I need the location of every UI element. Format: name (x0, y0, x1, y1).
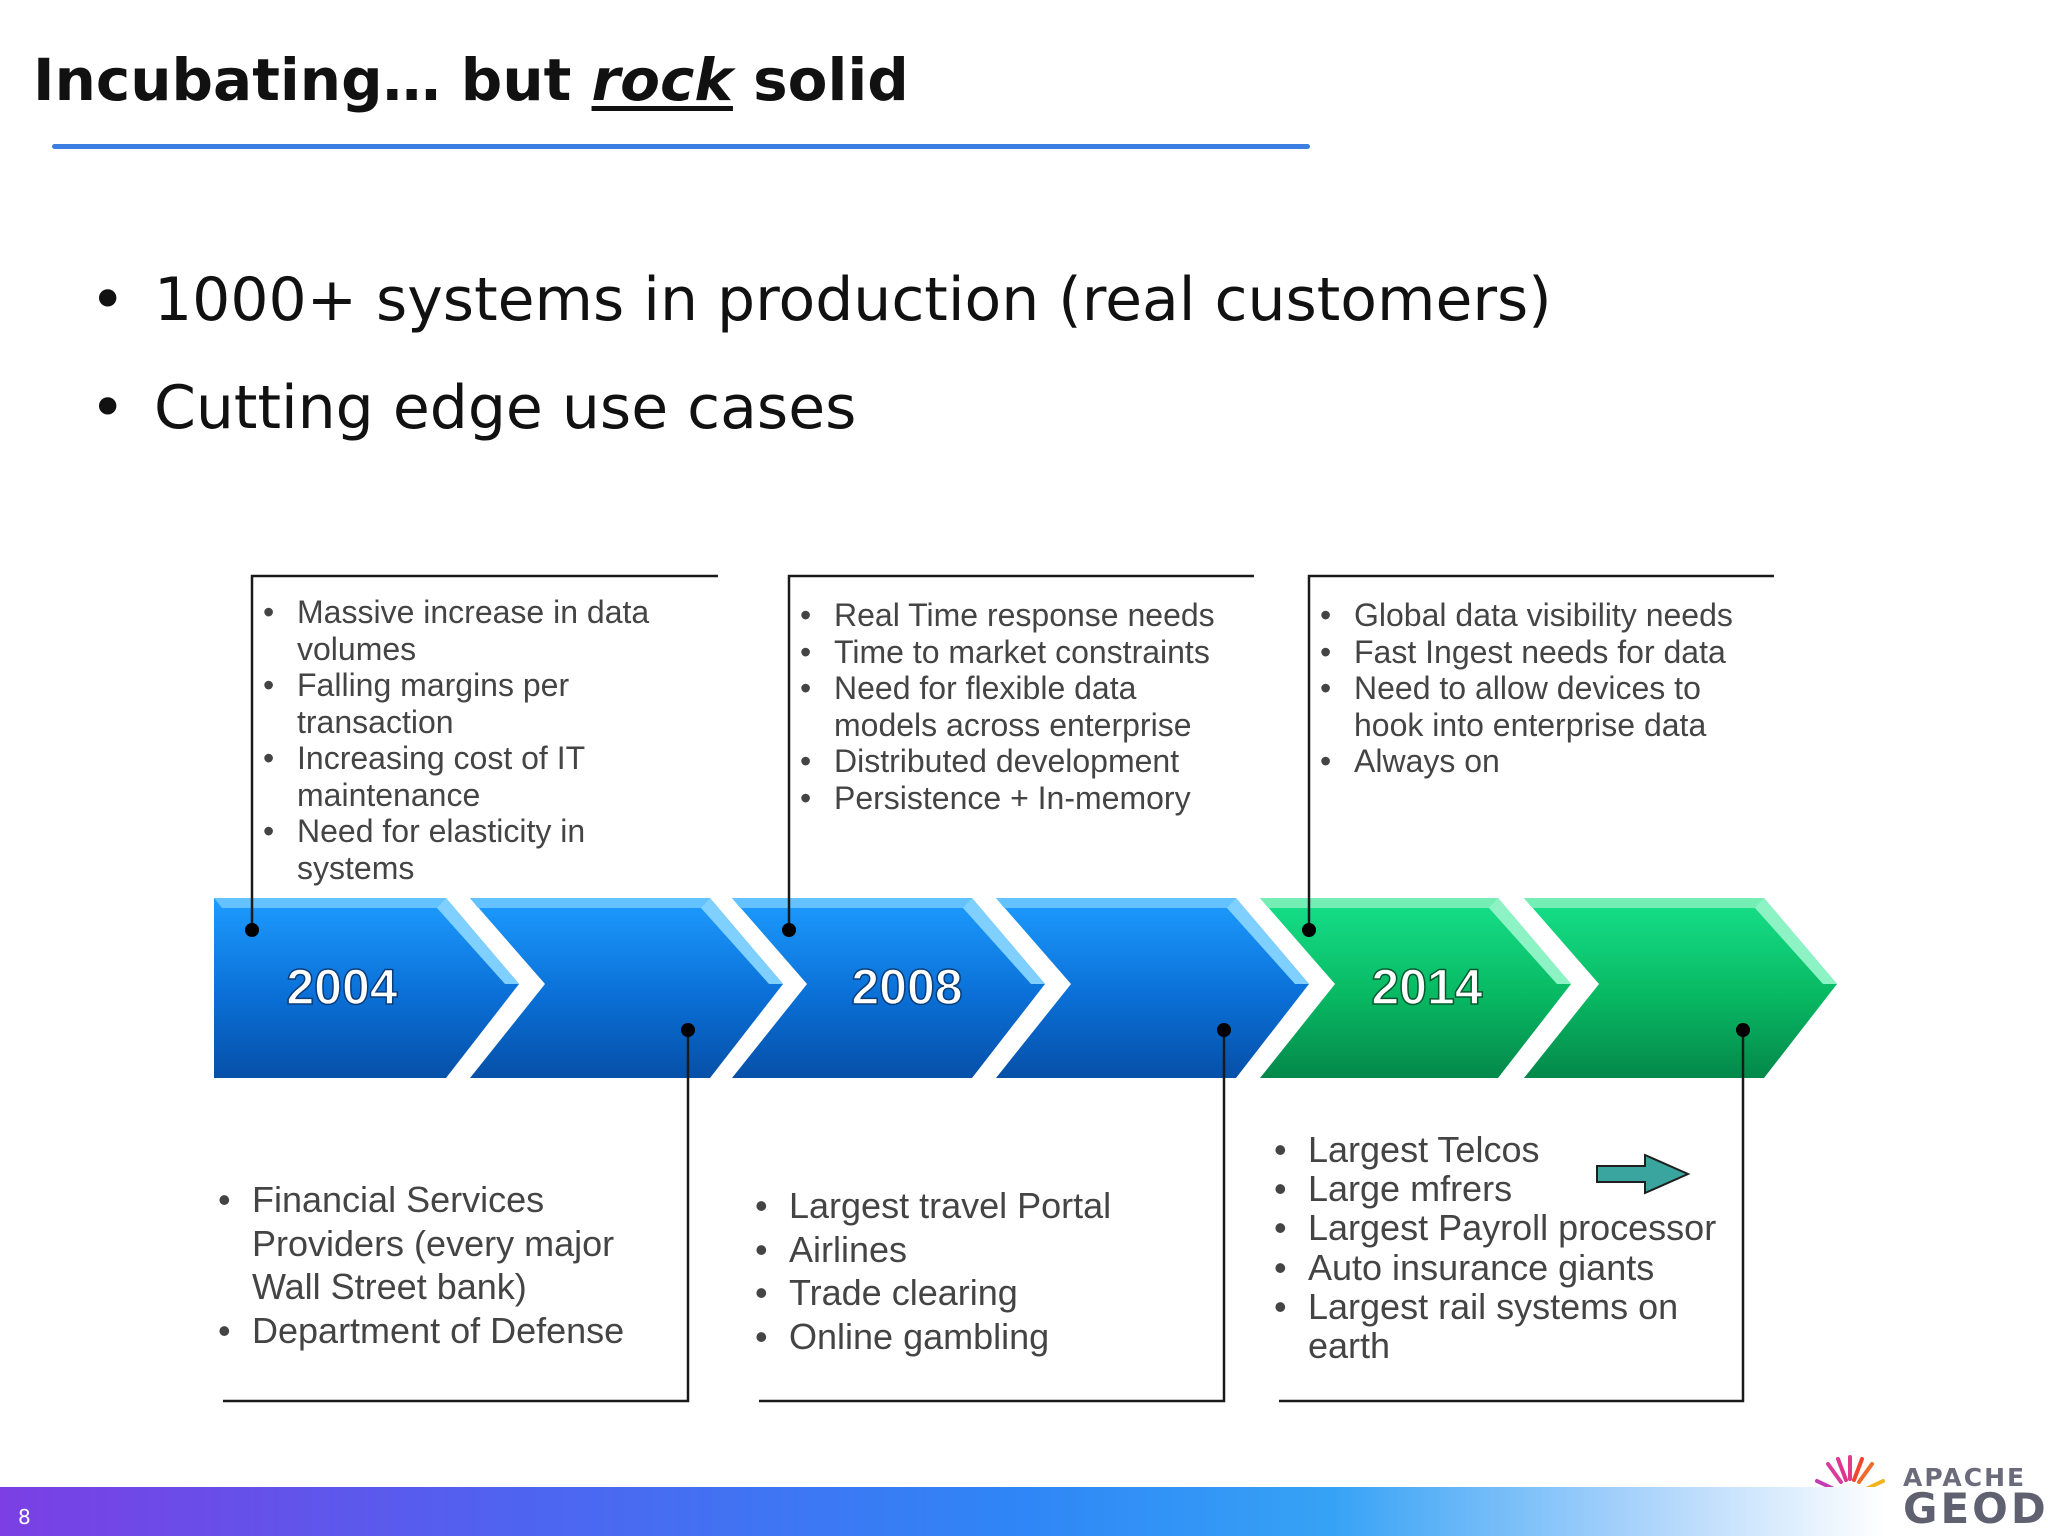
driver-item-cont: systems (297, 849, 415, 886)
customer-item: Online gambling (749, 1315, 1111, 1359)
driver-item: Increasing cost of IT (257, 740, 649, 777)
drivers-box-2004: Massive increase in data volumes Falling… (257, 594, 649, 886)
customer-item-cont: Providers (every major (252, 1222, 615, 1264)
chevron-2014-b (1524, 898, 1837, 1078)
driver-item: Time to market constraints (794, 634, 1215, 671)
driver-item: Real Time response needs (794, 597, 1215, 634)
bottom-connectors (223, 1030, 1745, 1403)
title-underline (52, 144, 1310, 149)
driver-item: Always on (1314, 743, 1733, 780)
title-text-post: solid (732, 46, 909, 114)
customer-item: Largest rail systems on (1268, 1287, 1716, 1327)
year-label-2014: 2014 (1371, 959, 1482, 1015)
title-emphasis: rock (591, 46, 733, 114)
year-label-2008: 2008 (851, 959, 962, 1015)
slide-title: Incubating… but rock solid (33, 40, 909, 120)
customer-item: Airlines (749, 1228, 1111, 1272)
driver-item: Need for elasticity in (257, 813, 649, 850)
customer-item-cont: earth (1308, 1325, 1391, 1367)
driver-item: Persistence + In-memory (794, 780, 1215, 817)
footer-gradient-bar (0, 1487, 2048, 1536)
customers-box-2004: Financial Services Providers (every majo… (212, 1178, 624, 1352)
driver-item-cont: models across enterprise (834, 706, 1192, 743)
driver-item: Need to allow devices to (1314, 670, 1733, 707)
chevron-2004-b (470, 898, 783, 1078)
driver-item: Global data visibility needs (1314, 597, 1733, 634)
main-bullet: •Cutting edge use cases (90, 373, 857, 443)
chevron-2014 (1260, 898, 1571, 1078)
bullet-text: Cutting edge use cases (154, 373, 857, 443)
chevron-2004 (214, 898, 519, 1078)
connector-dots (245, 923, 1750, 1037)
timeline-chevrons (214, 898, 1837, 1078)
driver-item-cont: volumes (297, 630, 417, 667)
logo-text-geode: GEODE (1903, 1484, 2048, 1533)
logo-text-apache: APACHE (1903, 1463, 2027, 1492)
title-text-pre: Incubating… but (33, 46, 592, 114)
main-bullet: •1000+ systems in production (real custo… (90, 265, 1552, 335)
customer-item: Largest travel Portal (749, 1184, 1111, 1228)
driver-item: Need for flexible data (794, 670, 1215, 707)
customer-item: Large mfrers (1268, 1169, 1716, 1209)
driver-item: Massive increase in data (257, 594, 649, 631)
customer-item: Largest Payroll processor (1268, 1208, 1716, 1248)
chevron-2008 (732, 898, 1045, 1078)
drivers-box-2008: Real Time response needs Time to market … (794, 597, 1215, 816)
driver-item-cont: transaction (297, 703, 454, 740)
customer-item: Auto insurance giants (1268, 1247, 1716, 1287)
driver-item-cont: maintenance (297, 776, 481, 813)
main-bullet-list: •1000+ systems in production (real custo… (90, 255, 1552, 471)
driver-item: Fast Ingest needs for data (1314, 634, 1733, 671)
customer-item: Trade clearing (749, 1271, 1111, 1315)
customer-item-cont: Wall Street bank) (252, 1266, 527, 1307)
year-label-2004: 2004 (286, 959, 397, 1015)
driver-item: Falling margins per (257, 667, 649, 704)
customers-box-2014: Largest Telcos Large mfrers Largest Payr… (1268, 1130, 1716, 1365)
top-connectors (250, 574, 1774, 930)
chevron-2008-b (996, 898, 1309, 1078)
page-number: 8 (18, 1505, 31, 1529)
customer-item: Department of Defense (212, 1309, 624, 1353)
customers-box-2008: Largest travel Portal Airlines Trade cle… (749, 1184, 1111, 1358)
drivers-box-2014: Global data visibility needs Fast Ingest… (1314, 597, 1733, 780)
bullet-text: 1000+ systems in production (real custom… (154, 265, 1552, 335)
driver-item-cont: hook into enterprise data (1354, 706, 1707, 743)
customer-item: Largest Telcos (1268, 1130, 1716, 1170)
driver-item: Distributed development (794, 743, 1215, 780)
customer-item: Financial Services (212, 1178, 624, 1222)
